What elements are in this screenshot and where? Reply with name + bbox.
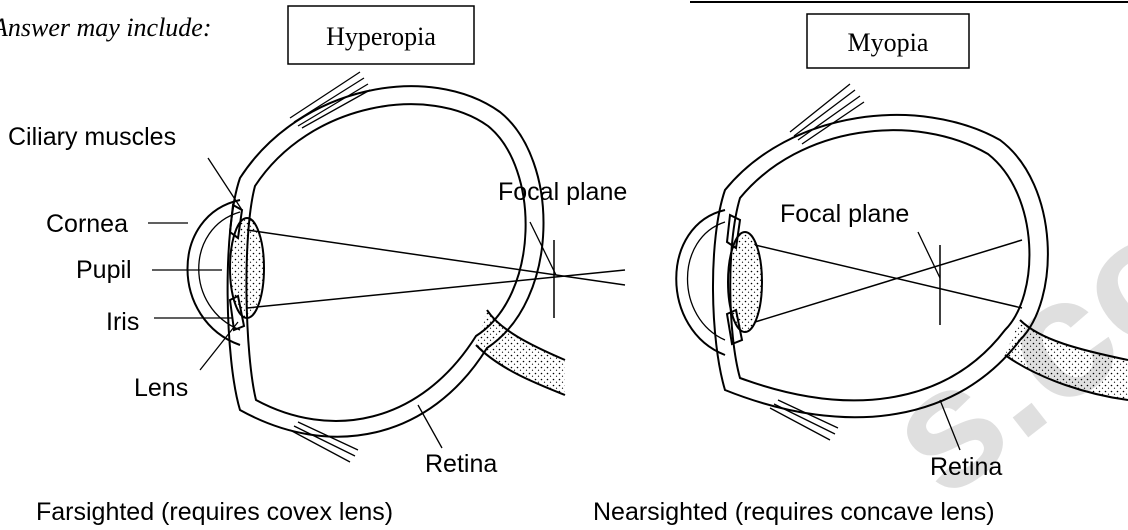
label-retina-left: Retina: [425, 450, 497, 478]
label-focal-plane-left: Focal plane: [498, 178, 627, 206]
hyperopia-eye: Hyperopia Ciliary muscles Cornea Pupil: [8, 6, 627, 526]
leader-ciliary: [208, 158, 242, 210]
label-cornea: Cornea: [46, 210, 128, 238]
caption-hyperopia: Farsighted (requires covex lens): [36, 498, 393, 526]
caption-myopia: Nearsighted (requires concave lens): [593, 498, 995, 526]
myopia-title: Myopia: [848, 28, 929, 57]
hyperopia-muscle-top: [290, 72, 370, 128]
label-lens: Lens: [134, 374, 188, 402]
myopia-cornea-inner: [688, 222, 726, 340]
myopia-cornea: [676, 210, 725, 355]
hyperopia-nerve-fill: [476, 310, 565, 395]
hyperopia-ray-bottom: [247, 270, 625, 308]
hyperopia-title: Hyperopia: [326, 22, 436, 51]
answer-prefix: Answer may include:: [0, 13, 212, 42]
hyperopia-globe-inner: [246, 104, 525, 421]
label-ciliary-muscles: Ciliary muscles: [8, 123, 176, 151]
hyperopia-globe-outer: [228, 86, 544, 437]
leader-retina-left: [418, 405, 442, 448]
myopia-muscle-bottom: [770, 400, 838, 440]
label-iris: Iris: [106, 308, 139, 336]
watermark-text: s.com: [850, 80, 1128, 530]
hyperopia-ray-top: [247, 230, 625, 285]
label-focal-plane-right: Focal plane: [780, 200, 909, 228]
hyperopia-muscle-bottom: [290, 422, 358, 462]
label-pupil: Pupil: [76, 256, 132, 284]
